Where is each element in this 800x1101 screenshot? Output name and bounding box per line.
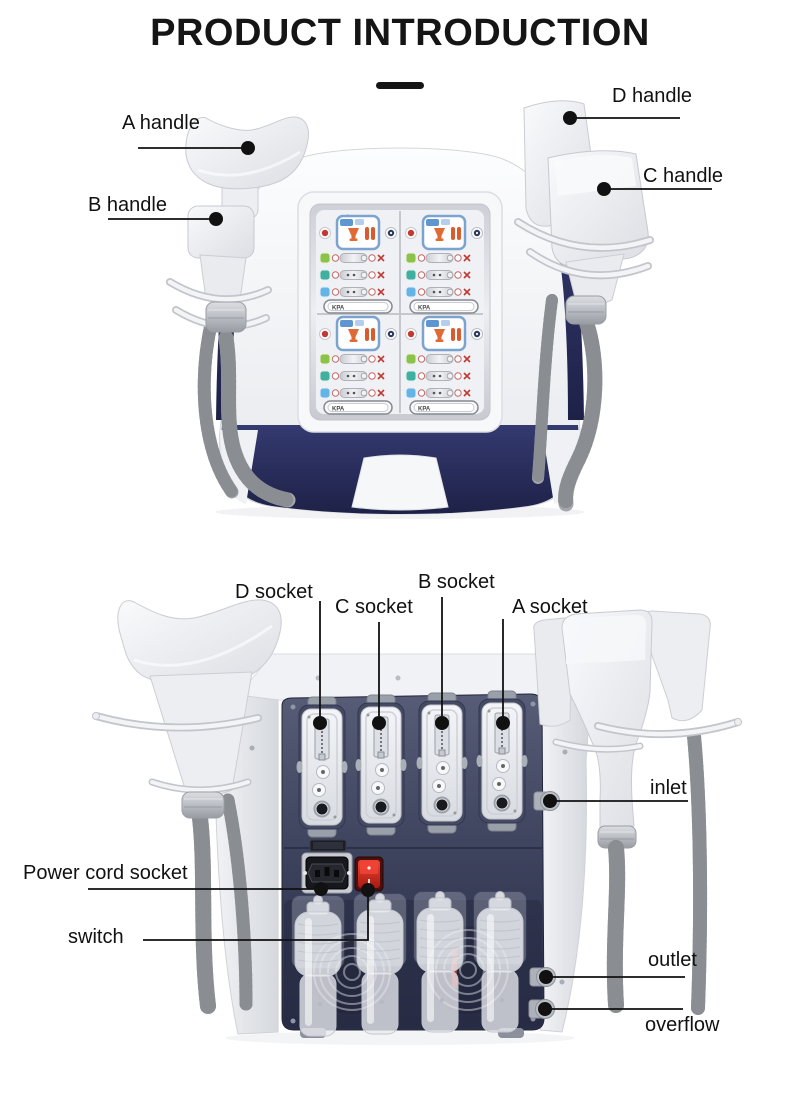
label-inlet: inlet [650, 777, 687, 799]
label-outlet: outlet [648, 949, 697, 971]
front-left-hoses [197, 313, 296, 508]
c-socket-connector [354, 694, 408, 836]
label-overflow: overflow [645, 1014, 720, 1036]
label-power-cord-socket: Power cord socket [23, 862, 188, 884]
panel-display-label: KPA [332, 306, 345, 312]
panel-display-label: KPA [418, 306, 431, 312]
label-d-handle: D handle [612, 85, 693, 107]
back-view-machine [92, 599, 742, 1045]
front-view-machine: KPA KPA KPA KPA [166, 100, 654, 519]
back-left-handle [92, 599, 282, 1014]
label-b-socket: B socket [418, 571, 495, 593]
panel-display-label: KPA [418, 407, 431, 413]
label-c-socket: C socket [335, 596, 413, 618]
power-cord-socket [301, 839, 353, 894]
front-control-panel: KPA KPA KPA KPA [297, 191, 503, 433]
page-title: PRODUCT INTRODUCTION [150, 12, 650, 54]
front-right-hoses [532, 294, 603, 512]
a-socket-connector [475, 690, 529, 832]
panel-display-label: KPA [332, 407, 345, 413]
label-d-socket: D socket [235, 581, 313, 603]
back-right-handles [533, 609, 742, 1015]
label-c-handle: C handle [643, 165, 724, 187]
label-switch: switch [68, 926, 124, 948]
leader-lines [88, 117, 712, 1010]
label-b-handle: B handle [88, 194, 167, 216]
front-c-handle [514, 150, 654, 325]
title-underline [376, 82, 424, 89]
power-switch [354, 856, 384, 892]
label-a-handle: A handle [122, 112, 200, 134]
back-top-shelf [233, 653, 573, 701]
label-a-socket: A socket [512, 596, 588, 618]
leader-dots [209, 111, 611, 1016]
